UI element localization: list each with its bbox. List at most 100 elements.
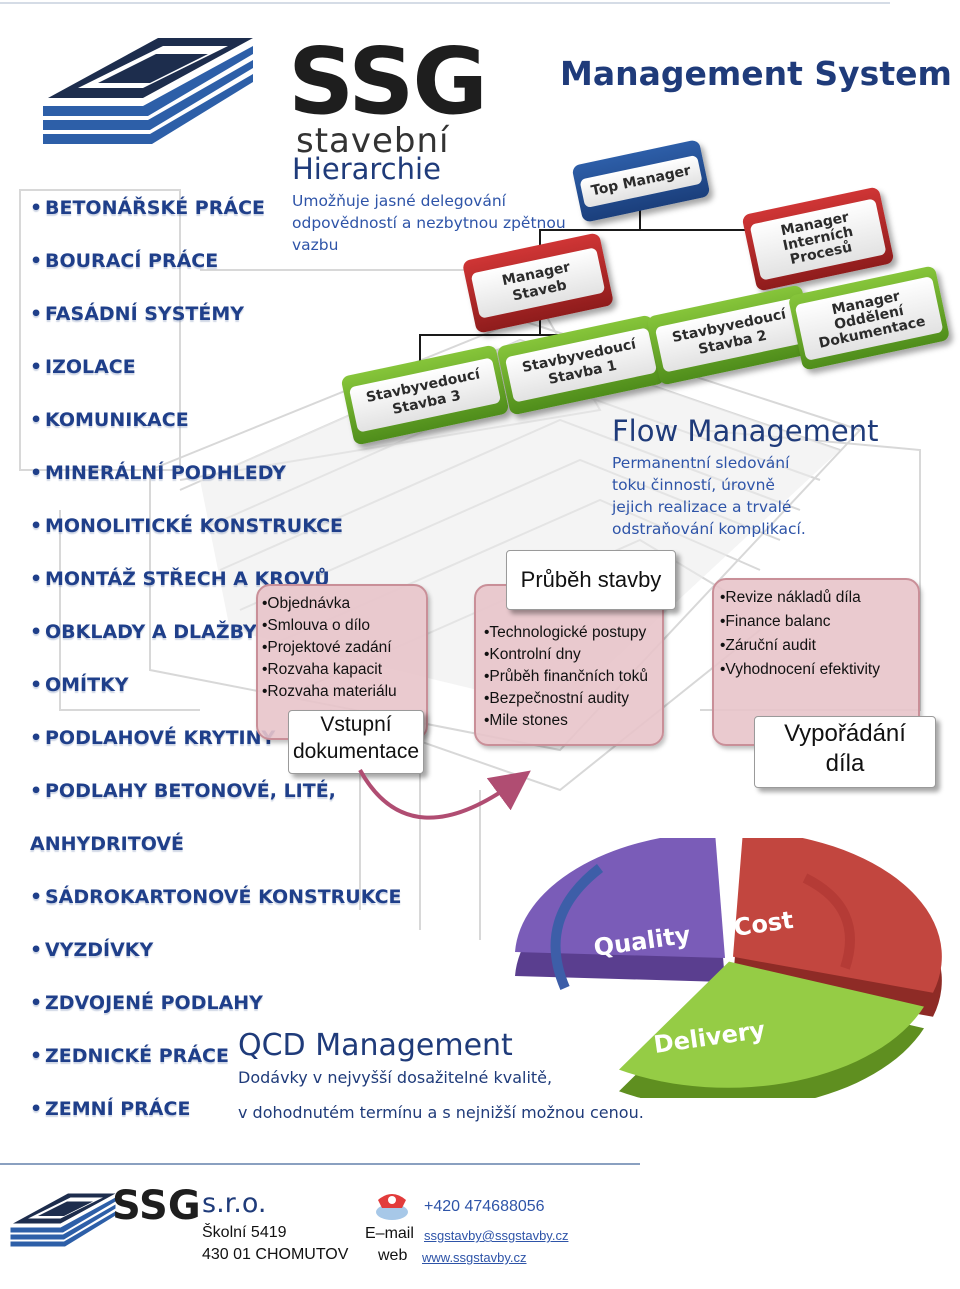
- settlement-item: •Záruční audit: [720, 637, 816, 654]
- bullet-icon: •: [30, 674, 43, 696]
- service-item: ANHYDRITOVÉ: [30, 830, 370, 883]
- flow-description: Permanentní sledování toku činností, úro…: [612, 452, 806, 540]
- service-item: •ZEMNÍ PRÁCE: [30, 1095, 370, 1148]
- settlement-item: •Revize nákladů díla: [720, 589, 861, 606]
- top-divider: [0, 2, 890, 4]
- qcd-description-line: Dodávky v nejvyšší dosažitelné kvalitě,: [238, 1068, 553, 1087]
- service-item: •FASÁDNÍ SYSTÉMY: [30, 300, 370, 353]
- flow-desc-line: odstraňování komplikací.: [612, 520, 806, 538]
- service-item: •KOMUNIKACE: [30, 406, 370, 459]
- service-item: •VYZDÍVKY: [30, 936, 370, 989]
- bullet-icon: •: [30, 939, 43, 961]
- service-item: •IZOLACE: [30, 353, 370, 406]
- flow-arrow-icon: [358, 769, 531, 820]
- phone-icon: [376, 1194, 408, 1220]
- bullet-icon: •: [30, 1045, 43, 1067]
- flow-desc-line: jejich realizace a trvalé: [612, 498, 792, 516]
- service-label: FASÁDNÍ SYSTÉMY: [45, 303, 244, 325]
- footer-logo-text: SSG: [112, 1183, 201, 1229]
- service-label: BOURACÍ PRÁCE: [45, 250, 219, 272]
- service-item: •ZDVOJENÉ PODLAHY: [30, 989, 370, 1042]
- progress-item: •Průběh finančních toků: [484, 668, 648, 685]
- input-item: •Smlouva o dílo: [262, 617, 370, 634]
- service-label: ZEMNÍ PRÁCE: [45, 1098, 191, 1120]
- bullet-icon: •: [30, 621, 43, 643]
- settlement-label-line: Vypořádání: [784, 720, 906, 747]
- footer-logo: SSG: [8, 1186, 201, 1258]
- bullet-icon: •: [30, 409, 43, 431]
- service-label: OBKLADY A DLAŽBY: [45, 621, 257, 643]
- footer-email-label: E–mail: [365, 1225, 414, 1242]
- progress-box: •Technologické postupy •Kontrolní dny •P…: [474, 584, 664, 746]
- hierarchy-desc-line: odpovědností a nezbytnou zpětnou: [292, 214, 566, 232]
- ssg-logo: SSG stavební: [38, 28, 488, 162]
- footer-logo-mark-icon: [10, 1193, 116, 1247]
- service-item: •PODLAHY BETONOVÉ, LITÉ,: [30, 777, 370, 830]
- bullet-icon: •: [30, 462, 43, 484]
- flow-desc-line: Permanentní sledování: [612, 454, 790, 472]
- service-item: •ZEDNICKÉ PRÁCE: [30, 1042, 370, 1095]
- input-item: •Rozvaha kapacit: [262, 661, 383, 678]
- service-item: •OBKLADY A DLAŽBY: [30, 618, 370, 671]
- bullet-icon: •: [30, 568, 43, 590]
- settlement-label-line: díla: [825, 750, 865, 777]
- service-label: ZDVOJENÉ PODLAHY: [45, 992, 263, 1014]
- cost-arrow-icon: [802, 873, 855, 970]
- settlement-item: •Finance balanc: [720, 613, 831, 630]
- input-item: •Objednávka: [262, 595, 351, 612]
- bullet-icon: •: [30, 992, 43, 1014]
- service-label: MINERÁLNÍ PODHLEDY: [45, 462, 286, 484]
- input-item: •Rozvaha materiálu: [262, 683, 397, 700]
- input-label-line: Vstupní: [320, 713, 392, 736]
- settlement-item: •Vyhodnocení efektivity: [720, 661, 880, 678]
- logo-text: SSG: [288, 28, 488, 135]
- input-label-line: dokumentace: [292, 740, 420, 763]
- hierarchy-description: Umožňuje jasné delegování odpovědností a…: [292, 190, 566, 256]
- service-label: MONOLITICKÉ KONSTRUKCE: [45, 515, 343, 537]
- input-item: •Projektové zadání: [262, 639, 392, 656]
- footer-email-link[interactable]: ssgstavby@ssgstavby.cz: [424, 1228, 569, 1243]
- bullet-icon: •: [30, 303, 43, 325]
- quality-arrow-icon: [550, 864, 604, 990]
- service-label: BETONÁŘSKÉ PRÁCE: [45, 197, 265, 219]
- footer-phone[interactable]: +420 474688056: [424, 1198, 545, 1215]
- footer-city: 430 01 CHOMUTOV: [202, 1246, 349, 1263]
- hierarchy-title: Hierarchie: [292, 152, 441, 186]
- qcd-pie-chart: Quality Cost Delivery: [515, 838, 942, 1098]
- bullet-icon: •: [30, 727, 43, 749]
- logo-subtitle: stavební: [296, 121, 450, 161]
- service-item: •BETONÁŘSKÉ PRÁCE: [30, 194, 370, 247]
- service-label: KOMUNIKACE: [45, 409, 189, 431]
- service-item: •BOURACÍ PRÁCE: [30, 247, 370, 300]
- page-title: Management System: [560, 54, 952, 93]
- footer-divider: [0, 1163, 640, 1165]
- flow-title: Flow Management: [612, 414, 879, 448]
- service-item: •PODLAHOVÉ KRYTINY: [30, 724, 370, 777]
- footer-web-link[interactable]: www.ssgstavby.cz: [422, 1250, 527, 1265]
- bullet-icon: •: [30, 780, 43, 802]
- progress-item: •Kontrolní dny: [484, 646, 581, 663]
- footer-street: Školní 5419: [202, 1224, 287, 1241]
- service-label: OMÍTKY: [45, 674, 129, 696]
- services-list: •BETONÁŘSKÉ PRÁCE•BOURACÍ PRÁCE•FASÁDNÍ …: [30, 194, 402, 1148]
- bullet-icon: •: [30, 515, 43, 537]
- progress-item: •Bezpečnostní audity: [484, 690, 630, 707]
- input-docs-label: Vstupní dokumentace: [288, 710, 424, 774]
- service-item: •OMÍTKY: [30, 671, 370, 724]
- flow-desc-line: toku činností, úrovně: [612, 476, 775, 494]
- qcd-title: QCD Management: [238, 1028, 513, 1063]
- service-item: •SÁDROKARTONOVÉ KONSTRUKCE: [30, 883, 402, 936]
- footer-company-suffix: s.r.o.: [202, 1188, 267, 1219]
- progress-item: •Mile stones: [484, 712, 568, 729]
- service-label: VYZDÍVKY: [45, 939, 154, 961]
- service-label: ANHYDRITOVÉ: [30, 833, 185, 855]
- progress-item: •Technologické postupy: [484, 624, 647, 641]
- bullet-icon: •: [30, 356, 43, 378]
- progress-title: Průběh stavby: [506, 550, 676, 610]
- service-label: PODLAHOVÉ KRYTINY: [45, 727, 276, 749]
- qcd-description-line: v dohodnutém termínu a s nejnižší možnou…: [238, 1103, 644, 1122]
- settlement-label: Vypořádání díla: [754, 716, 936, 788]
- service-label: ZEDNICKÉ PRÁCE: [45, 1045, 229, 1067]
- logo-mark-icon: [43, 38, 253, 144]
- org-node-label: Top Manager: [589, 162, 693, 199]
